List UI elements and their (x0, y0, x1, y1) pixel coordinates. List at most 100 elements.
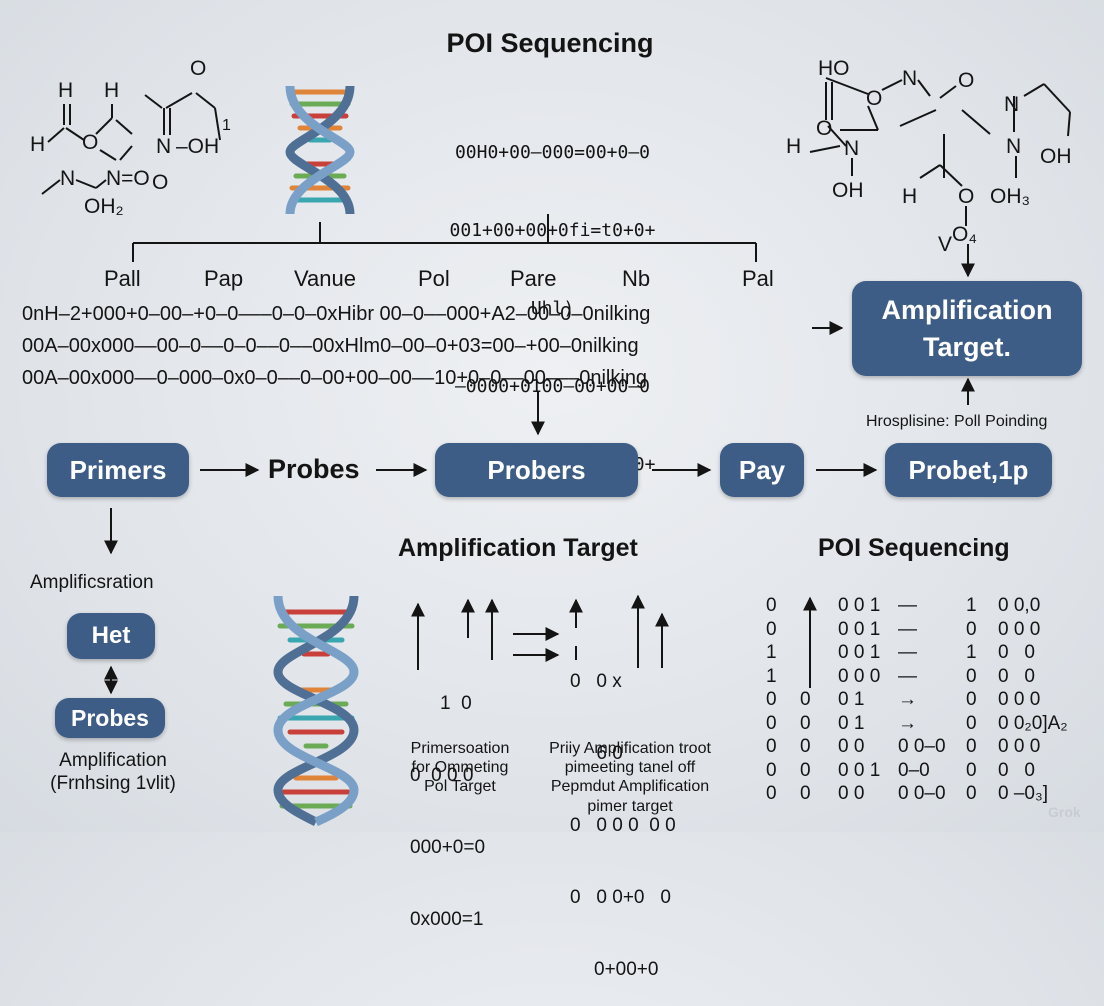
amp-row: 0x000=1 (410, 909, 484, 930)
caption-line: Priiy Amplification troot (549, 740, 711, 757)
sequence-row: 00A–00x000––0–000–0x0–0––0–00+00–00––10+… (22, 367, 648, 389)
caption-line: pimer target (587, 797, 673, 815)
poi-cell: 0 (766, 712, 777, 734)
poi-cell: 0 (966, 759, 977, 781)
amp-section-title: Amplification Target (398, 534, 638, 562)
top-seq-line: 00H0+00–000=00+0–0 (454, 142, 651, 163)
amp-caption-right: Priiy Amplification troot pimeeting tane… (530, 739, 730, 816)
probers-box[interactable]: Probers (435, 443, 638, 497)
amp-section-arrows (411, 594, 669, 670)
poi-cell: 0 (966, 665, 977, 687)
poi-cell: 0 0 0 (998, 618, 1041, 640)
chem-bonds-right (809, 77, 1071, 226)
amp-row: 0 0 0+0 0 (570, 887, 671, 908)
diagram-graphics (41, 77, 1071, 827)
chem-atom: OH₂ (84, 195, 124, 218)
chem-atom: OH (832, 179, 864, 202)
poi-cell: 0 (800, 689, 811, 710)
poi-cell: 0 0 (998, 642, 1035, 663)
header-label: Pap (204, 266, 244, 291)
sequence-row: 0nH–2+000+0–00–+0–0–––0–0–0xHibr 00–0––0… (22, 303, 651, 325)
chem-atom: H (786, 135, 802, 158)
poi-cell: 0 (766, 783, 777, 804)
top-seq-line: 001+00+00+0fi=t0+0+ (449, 220, 656, 241)
poi-cell: 0 0 0 (838, 665, 881, 687)
chem-bonds-left (41, 92, 221, 195)
amp-row: 0+00+0 (594, 959, 659, 980)
header-label: Pare (510, 266, 557, 291)
poi-cell: — (898, 665, 917, 687)
chem-atom: N (844, 137, 860, 160)
chem-atom: N=O (106, 167, 150, 190)
chem-atom: O (958, 185, 975, 208)
caption-line: Pol Target (424, 778, 496, 796)
pay-box[interactable]: Pay (720, 443, 804, 497)
poi-cell: 1 (766, 642, 777, 663)
chem-atom: N (156, 135, 172, 158)
flow-arrows (104, 244, 975, 695)
dna-helix-bottom (273, 595, 359, 827)
poi-cell: 0 (800, 759, 811, 781)
chem-atom: H (902, 185, 918, 208)
header-label: Pall (104, 266, 141, 291)
header-label: Pal (742, 266, 774, 291)
amp-row: 1 0 (440, 693, 472, 714)
page-title: POI Sequencing (446, 28, 654, 58)
chem-atom: O (190, 57, 207, 80)
chem-atom: H (30, 133, 46, 156)
poi-cell: 0 (966, 783, 977, 804)
poi-cell: 0 1 (838, 689, 865, 710)
probet-box[interactable]: Probet,1p (885, 443, 1052, 497)
poi-cell: 0 0–0 (898, 783, 946, 804)
left-caption-line: Amplification (59, 750, 167, 771)
chem-atom: O (866, 87, 883, 110)
chem-atom: O (816, 117, 833, 140)
poi-cell: 0 0,0 (998, 595, 1041, 616)
poi-cell: 0 0 (998, 759, 1035, 781)
amp-caption-left: Primersoation for Ommeting Pol Target (392, 739, 528, 797)
amp-row: 0 0 0 0 (410, 765, 474, 786)
sequence-row: 00A–00x000––00–0––0–0––0––00xHlm0–00–0+0… (22, 335, 639, 357)
poi-cell: 0 0 (838, 736, 865, 757)
poi-cell: 0 (800, 783, 811, 804)
chem-atom: V (938, 233, 953, 256)
poi-cell: 0 (766, 595, 777, 616)
poi-cell: 0 0 0 (998, 736, 1041, 757)
poi-cell: 0 –0₃] (998, 783, 1048, 804)
poi-cell: 0 (966, 712, 977, 734)
primers-box[interactable]: Primers (47, 443, 189, 497)
poi-cell: 1 (766, 665, 777, 687)
caption-line: pimeeting tanel off (564, 759, 696, 777)
poi-cell: 0 0 1 (838, 618, 881, 640)
header-label: Vanue (294, 266, 356, 291)
poi-cell: 0 0 0 (998, 689, 1041, 710)
chem-atom: H (58, 79, 74, 102)
header-label: Nb (622, 266, 651, 291)
poi-cell: — (898, 595, 917, 616)
probes-box[interactable]: Probes (55, 698, 165, 738)
poi-cell: 0 (800, 736, 811, 757)
caption-line: Primersoation (410, 740, 510, 757)
chem-atom: HO (818, 57, 850, 80)
header-label: Pol (418, 266, 450, 291)
poi-cell: 1 (966, 595, 977, 616)
poi-section-title: POI Sequencing (818, 534, 1010, 562)
chem-atom: N (1004, 93, 1020, 116)
chem-atom: OH (1040, 145, 1072, 168)
poi-cell: 0 0–0 (898, 736, 946, 757)
het-box[interactable]: Het (67, 613, 155, 659)
sequence-rows: 0nH–2+000+0–00–+0–0–––0–0–0xHibr 00–0––0… (22, 298, 804, 394)
poi-cell: 0 (766, 759, 777, 781)
probes-text: Probes (268, 454, 360, 484)
chem-atom: –OH (176, 135, 220, 158)
amp-row: 0 0 x (570, 671, 622, 692)
poi-cell: 0 (766, 736, 777, 757)
poi-cell: 0–0 (898, 759, 930, 781)
poi-cell: 1 (966, 642, 977, 663)
amplification-target-box[interactable]: Amplification Target. (852, 281, 1082, 376)
